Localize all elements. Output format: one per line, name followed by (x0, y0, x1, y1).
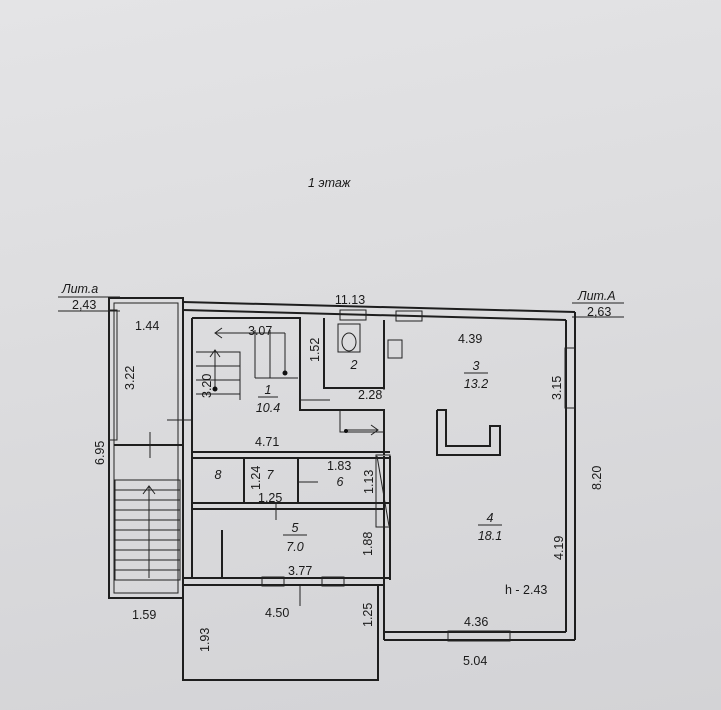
dim-stair-height: 3.20 (200, 374, 214, 398)
room-6-number: 6 (337, 475, 344, 489)
dim-r6-width: 1.83 (327, 459, 351, 473)
internal-walls (114, 317, 501, 581)
dim-wc-height: 1.52 (308, 338, 322, 362)
room-5-number: 5 (292, 521, 299, 535)
dim-porch-width: 4.50 (265, 606, 289, 620)
dim-r1-width: 1.44 (135, 319, 159, 333)
litera-A-marker: Лит.А 2,63 (572, 289, 624, 319)
room-2-number: 2 (350, 358, 358, 372)
room-labels: 1 10.4 2 3 13.2 4 18.1 5 7.0 6 7 8 (215, 358, 503, 554)
litera-a-value: 2,43 (72, 298, 96, 312)
ceiling-height: h - 2.43 (505, 583, 547, 597)
litera-a-name: Лит.а (61, 282, 98, 296)
dim-r1-height: 3.22 (123, 366, 137, 390)
room-1-number: 1 (265, 383, 272, 397)
dimension-labels: 11.13 1.44 3.22 6.95 3.20 3.07 1.52 2.28… (93, 293, 604, 668)
plan-title: 1 этаж (308, 176, 352, 190)
dim-top-total: 11.13 (335, 293, 365, 307)
dim-stair-width: 3.07 (248, 324, 272, 338)
dim-hall-width: 4.71 (255, 435, 279, 449)
dim-r7-height: 1.24 (249, 466, 263, 490)
dim-left-total: 6.95 (93, 441, 107, 465)
litera-A-name: Лит.А (577, 289, 616, 303)
dim-wc-width: 2.28 (358, 388, 382, 402)
dim-left-bottom: 1.59 (132, 608, 156, 622)
dim-room4-width: 4.36 (464, 615, 488, 629)
litera-a-marker: Лит.а 2,43 (58, 282, 120, 312)
windows (108, 309, 576, 642)
dim-porch-height: 1.93 (198, 628, 212, 652)
dim-bottom-total: 5.04 (463, 654, 487, 668)
room-4-number: 4 (487, 511, 494, 525)
dim-room4-height: 4.19 (552, 536, 566, 560)
dim-r5-width: 3.77 (288, 564, 312, 578)
dim-room3-height: 3.15 (550, 376, 564, 400)
room-3-area: 13.2 (464, 377, 488, 391)
dim-r6-height: 1.13 (362, 470, 376, 494)
dim-r5-height: 1.88 (361, 532, 375, 556)
room-7-number: 7 (267, 468, 275, 482)
dim-porch-right: 1.25 (361, 603, 375, 627)
porch (182, 584, 379, 681)
litera-A-value: 2,63 (587, 305, 611, 319)
room-5-area: 7.0 (286, 540, 303, 554)
dim-room3-width: 4.39 (458, 332, 482, 346)
room-1-area: 10.4 (256, 401, 280, 415)
dim-r7-width: 1.25 (258, 491, 282, 505)
room-3-number: 3 (473, 359, 480, 373)
room-8-number: 8 (215, 468, 222, 482)
room-4-area: 18.1 (478, 529, 502, 543)
dim-right-total: 8.20 (590, 466, 604, 490)
